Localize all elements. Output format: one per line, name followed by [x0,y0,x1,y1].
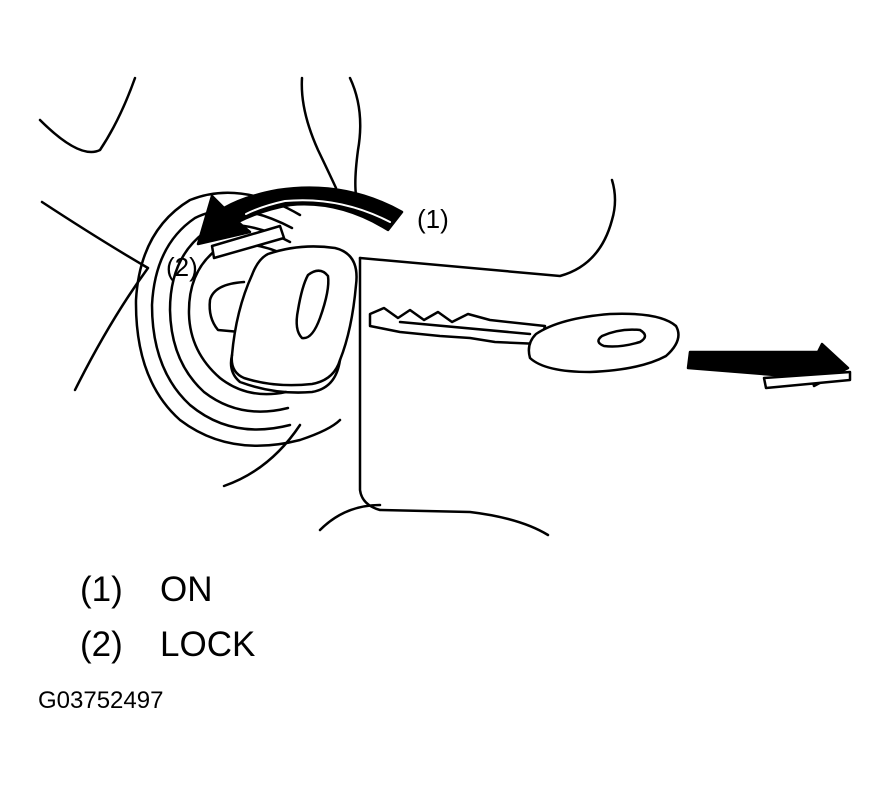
removed-key-blade [368,306,547,346]
cylinder-key-head-thickness [229,353,342,394]
column-shroud-line-upper [38,76,137,154]
legend-label: LOCK [160,625,256,664]
callout-lock-label: (2) [166,252,198,282]
removed-key-head-slot [597,328,647,348]
ignition-key-removal-illustration [38,76,852,537]
dashboard-panel-line [300,76,338,190]
cylinder-key-head [230,245,358,387]
column-shroud-line-left [40,200,150,392]
lock-bezel-lower-arc [222,423,302,488]
panel-bottom-curve [318,503,382,532]
rotation-arrow-tail-face [210,224,286,260]
rotation-arrow-body [196,186,404,246]
removed-key-head [527,312,680,374]
cylinder-key-slot [295,269,330,340]
dashboard-panel-curve [348,76,362,197]
figure-id: G03752497 [38,687,164,714]
rotation-arrow-highlight [245,199,391,223]
legend-number: (2) [80,625,123,664]
cylinder-key-stub [208,280,246,334]
panel-right-edge [358,178,617,278]
panel-lower-edge [358,256,550,537]
removal-arrow-face [762,370,852,390]
callout-on-label: (1) [417,204,449,234]
lock-bezel-outer [134,191,342,448]
removed-key-blade-groove [398,320,532,336]
legend-number: (1) [80,570,123,609]
legend-label: ON [160,570,213,609]
